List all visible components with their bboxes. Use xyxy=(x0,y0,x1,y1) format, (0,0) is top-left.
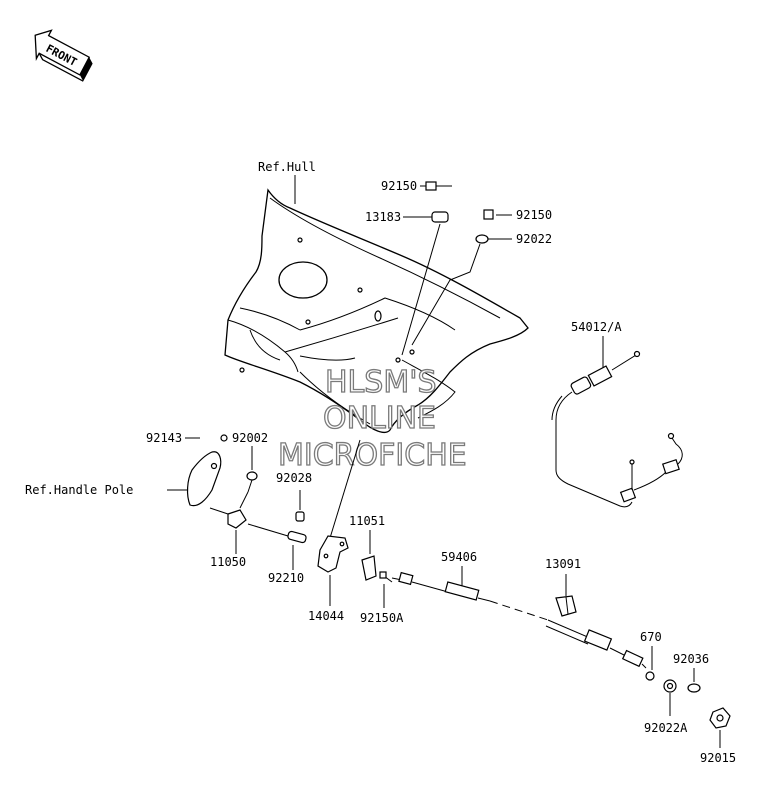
part-11050-label: 11050 xyxy=(210,555,246,569)
part-92210-label: 92210 xyxy=(268,571,304,585)
watermark-line1: HLSM'S xyxy=(325,365,437,400)
part-59406-label: 59406 xyxy=(441,550,477,564)
bracket-handle-pole xyxy=(186,451,222,507)
screw-92002 xyxy=(239,471,258,509)
washer-92022 xyxy=(475,234,489,244)
part-54012A-label: 54012/A xyxy=(571,320,622,334)
part-14044-label: 14044 xyxy=(308,609,344,623)
bolt-92150-top xyxy=(425,181,452,191)
watermark: HLSM'S ONLINE MICROFICHE xyxy=(277,364,467,473)
washer-92036 xyxy=(687,683,701,693)
holder-11050 xyxy=(227,509,247,529)
part-92150-top-label: 92150 xyxy=(381,179,417,193)
part-92143-label: 92143 xyxy=(146,431,182,445)
watermark-line2: ONLINE xyxy=(323,401,436,436)
grommet-13091 xyxy=(555,595,577,617)
part-92150-right-label: 92150 xyxy=(516,208,552,222)
pin-92210 xyxy=(287,530,307,544)
cable-54012A xyxy=(551,350,683,508)
clamp-11051 xyxy=(361,555,377,581)
screw-92150A xyxy=(379,571,393,583)
part-92036-label: 92036 xyxy=(673,652,709,666)
grommet-92143 xyxy=(220,434,228,442)
watermark-line3: MICROFICHE xyxy=(278,438,467,473)
part-13183-label: 13183 xyxy=(365,210,401,224)
front-arrow-badge: FRONT xyxy=(34,29,93,82)
part-670-label: 670 xyxy=(640,630,662,644)
part-92002-label: 92002 xyxy=(232,431,268,445)
ref-hull-label: Ref.Hull xyxy=(258,160,316,174)
oring-670 xyxy=(645,671,655,681)
part-92015-label: 92015 xyxy=(700,751,736,765)
hull-illustration xyxy=(224,188,529,434)
bracket-14044 xyxy=(317,535,349,573)
part-92022-label: 92022 xyxy=(516,232,552,246)
ref-handle-pole-label: Ref.Handle Pole xyxy=(25,483,133,497)
part-92150A-label: 92150A xyxy=(360,611,404,625)
nut-92028 xyxy=(295,511,305,522)
part-92022A-label: 92022A xyxy=(644,721,688,735)
part-13091-label: 13091 xyxy=(545,557,581,571)
plate-13183 xyxy=(431,211,449,223)
part-92028-label: 92028 xyxy=(276,471,312,485)
bolt-92150-right xyxy=(483,209,494,220)
cable-59406 xyxy=(391,571,647,669)
part-11051-label: 11051 xyxy=(349,514,385,528)
nut-92015 xyxy=(709,707,731,729)
